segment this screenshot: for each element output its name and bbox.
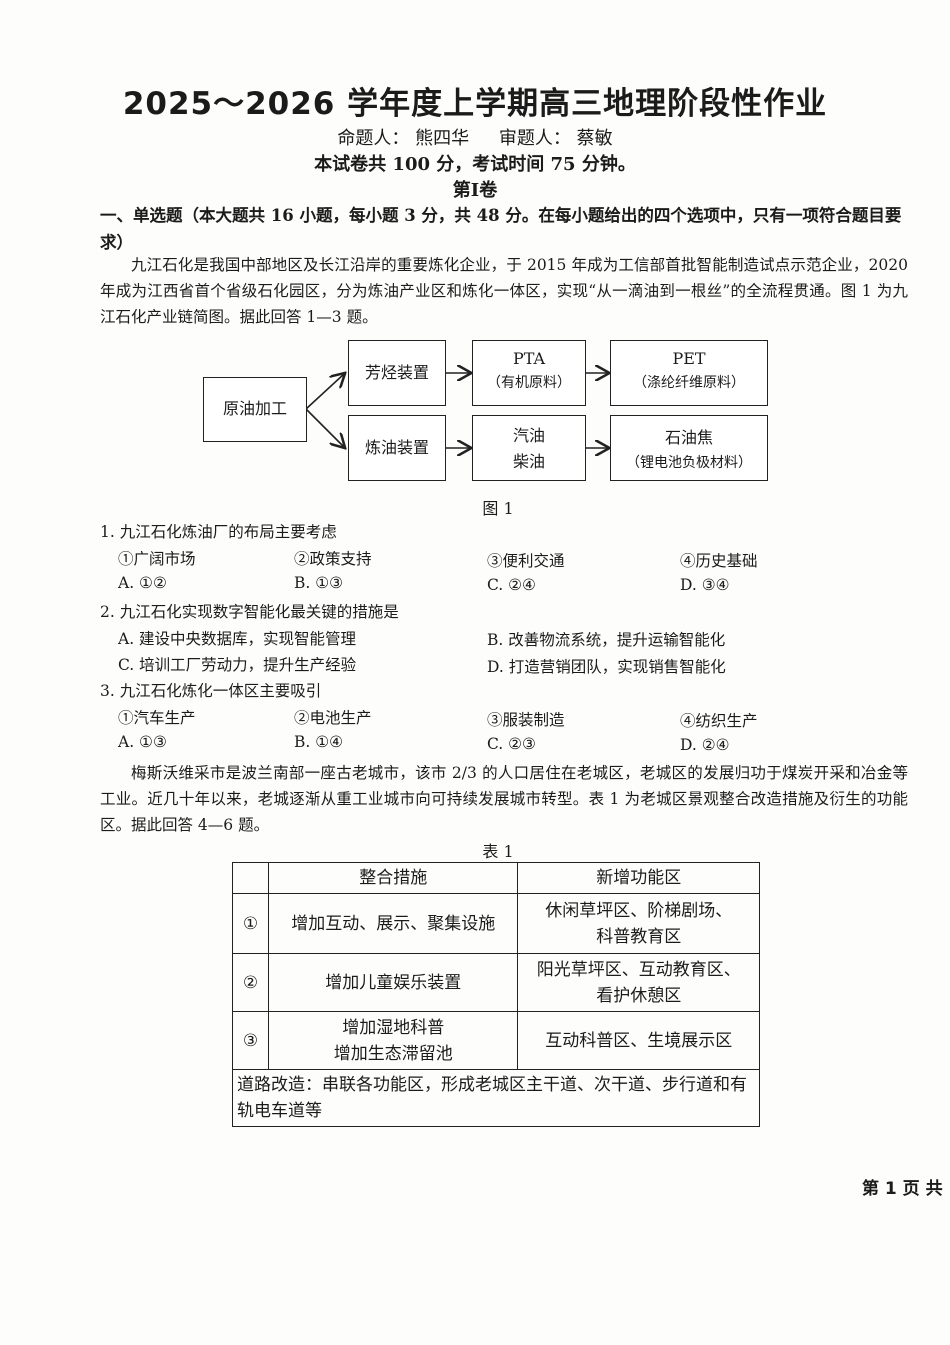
coke-note: （锂电池负极材料） bbox=[626, 455, 752, 471]
question-2-stem: 2. 九江石化实现数字智能化最关键的措施是 bbox=[100, 603, 399, 621]
node-refining-unit: 炼油装置 bbox=[348, 415, 446, 481]
table-row: ① 增加互动、展示、聚集设施 休闲草坪区、阶梯剧场、 科普教育区 bbox=[232, 893, 760, 954]
q3-choice-b[interactable]: B. ①④ bbox=[294, 733, 344, 751]
pta-label: PTA bbox=[512, 349, 546, 368]
page-number: 第 1 页 共 bbox=[862, 1179, 943, 1199]
passage-1: 九江石化是我国中部地区及长江沿岸的重要炼化企业，于 2015 年成为工信部首批智… bbox=[100, 256, 908, 326]
table-footer-row: 道路改造：串联各功能区，形成老城区主干道、次干道、步行道和有轨电车道等 bbox=[232, 1069, 760, 1127]
score-info: 本试卷共 100 分，考试时间 75 分钟。 bbox=[314, 154, 636, 175]
node-crude-processing: 原油加工 bbox=[203, 377, 307, 442]
node-aromatics-unit: 芳烃装置 bbox=[348, 340, 446, 406]
question-1-stem: 1. 九江石化炼油厂的布局主要考虑 bbox=[100, 523, 337, 541]
table-header-blank bbox=[232, 862, 269, 894]
row-area-line: 科普教育区 bbox=[596, 926, 682, 947]
row-measure: 增加湿地科普 增加生态滞留池 bbox=[267, 1011, 519, 1070]
q1-choice-d[interactable]: D. ③④ bbox=[680, 576, 730, 594]
row-area: 休闲草坪区、阶梯剧场、 科普教育区 bbox=[517, 893, 760, 954]
diesel-label: 柴油 bbox=[512, 452, 545, 471]
table-header-new-areas: 新增功能区 bbox=[517, 862, 760, 894]
question-reviewer: 审题人： 蔡敏 bbox=[498, 128, 613, 149]
page-title: 2025～2026 学年度上学期高三地理阶段性作业 bbox=[122, 86, 828, 122]
figure-1-caption: 图 1 bbox=[482, 499, 514, 518]
authors-line: 命题人： 熊四华 审题人： 蔡敏 bbox=[0, 124, 950, 150]
q1-item-2: ②政策支持 bbox=[294, 550, 372, 568]
q3-item-2: ②电池生产 bbox=[294, 709, 372, 727]
question-setter: 命题人： 熊四华 bbox=[337, 128, 470, 149]
table-1: 整合措施 新增功能区 ① 增加互动、展示、聚集设施 休闲草坪区、阶梯剧场、 科普… bbox=[232, 862, 760, 1127]
node-pet: PET （涤纶纤维原料） bbox=[610, 340, 768, 406]
row-number: ① bbox=[232, 893, 269, 954]
q1-choice-c[interactable]: C. ②④ bbox=[487, 576, 536, 594]
row-number: ② bbox=[232, 953, 269, 1012]
node-gasoline-diesel: 汽油 柴油 bbox=[472, 415, 586, 481]
q1-item-1: ①广阔市场 bbox=[118, 550, 196, 568]
row-area-line: 休闲草坪区、阶梯剧场、 bbox=[545, 900, 733, 921]
flowchart-arrows bbox=[305, 0, 950, 500]
coke-label: 石油焦 bbox=[664, 428, 713, 447]
row-measure: 增加互动、展示、聚集设施 bbox=[267, 893, 519, 954]
volume-heading: 第Ⅰ卷 bbox=[452, 180, 498, 201]
q3-choice-d[interactable]: D. ②④ bbox=[680, 736, 730, 754]
row-measure: 增加儿童娱乐装置 bbox=[267, 953, 519, 1012]
pet-label: PET bbox=[672, 349, 706, 368]
section-heading: 一、单选题（本大题共 16 小题，每小题 3 分，共 48 分。在每小题给出的四… bbox=[100, 206, 902, 252]
table-header-measures: 整合措施 bbox=[267, 862, 519, 894]
table-header-row: 整合措施 新增功能区 bbox=[232, 862, 760, 894]
passage-2: 梅斯沃维采市是波兰南部一座古老城市，该市 2/3 的人口居住在老城区，老城区的发… bbox=[100, 764, 908, 834]
q1-item-4: ④历史基础 bbox=[680, 552, 758, 570]
q3-item-4: ④纺织生产 bbox=[680, 712, 758, 730]
row-area-line: 阳光草坪区、互动教育区、 bbox=[536, 959, 741, 980]
q2-choice-b[interactable]: B. 改善物流系统，提升运输智能化 bbox=[487, 631, 726, 649]
row-area: 互动科普区、生境展示区 bbox=[517, 1011, 760, 1070]
q2-choice-d[interactable]: D. 打造营销团队，实现销售智能化 bbox=[487, 658, 726, 676]
q3-choice-a[interactable]: A. ①③ bbox=[118, 733, 167, 751]
q1-item-3: ③便利交通 bbox=[487, 552, 565, 570]
question-3-stem: 3. 九江石化炼化一体区主要吸引 bbox=[100, 682, 322, 700]
node-petroleum-coke: 石油焦 （锂电池负极材料） bbox=[610, 415, 768, 481]
q1-choice-a[interactable]: A. ①② bbox=[118, 574, 167, 592]
table-row: ② 增加儿童娱乐装置 阳光草坪区、互动教育区、 看护休憩区 bbox=[232, 953, 760, 1012]
row-area-line: 看护休憩区 bbox=[596, 985, 682, 1006]
gasoline-label: 汽油 bbox=[512, 426, 545, 445]
table-row: ③ 增加湿地科普 增加生态滞留池 互动科普区、生境展示区 bbox=[232, 1011, 760, 1070]
node-pta: PTA （有机原料） bbox=[472, 340, 586, 406]
row-area: 阳光草坪区、互动教育区、 看护休憩区 bbox=[517, 953, 760, 1012]
q2-choice-c[interactable]: C. 培训工厂劳动力，提升生产经验 bbox=[118, 656, 357, 674]
q2-choice-a[interactable]: A. 建设中央数据库，实现智能管理 bbox=[118, 630, 357, 648]
row-measure-line: 增加湿地科普 bbox=[342, 1017, 445, 1038]
q1-choice-b[interactable]: B. ①③ bbox=[294, 574, 344, 592]
pet-note: （涤纶纤维原料） bbox=[633, 375, 745, 391]
q3-item-1: ①汽车生产 bbox=[118, 709, 196, 727]
table-footer-note: 道路改造：串联各功能区，形成老城区主干道、次干道、步行道和有轨电车道等 bbox=[232, 1069, 760, 1127]
row-measure-line: 增加生态滞留池 bbox=[333, 1043, 453, 1064]
row-number: ③ bbox=[232, 1011, 269, 1070]
table-1-caption: 表 1 bbox=[482, 842, 514, 861]
q3-choice-c[interactable]: C. ②③ bbox=[487, 735, 536, 753]
pta-note: （有机原料） bbox=[487, 375, 571, 391]
q3-item-3: ③服装制造 bbox=[487, 711, 565, 729]
